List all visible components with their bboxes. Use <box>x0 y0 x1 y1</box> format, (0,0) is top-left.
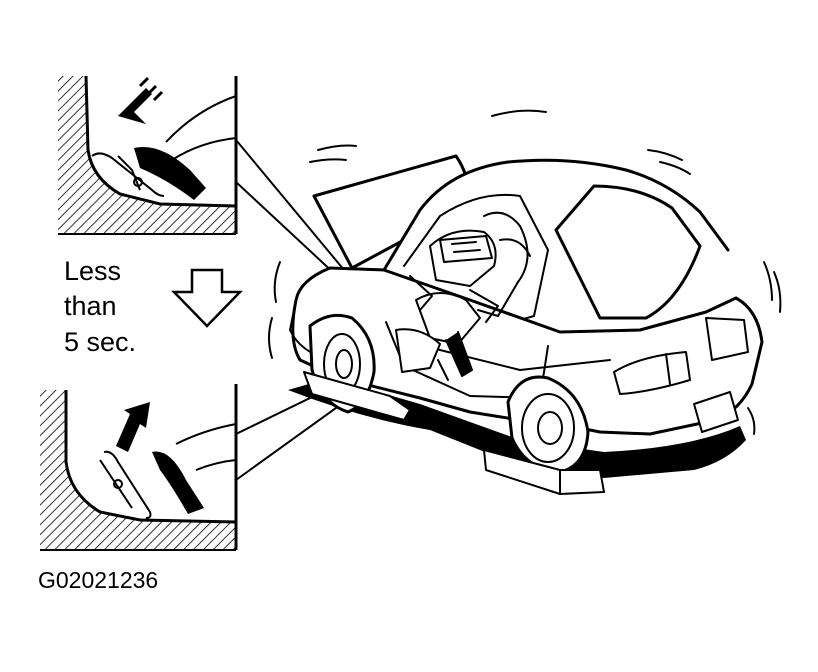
pedal-hinge <box>113 479 123 489</box>
taillight <box>613 351 691 395</box>
figure-code: G02021236 <box>38 567 159 593</box>
pedal-pad-pressed <box>134 146 206 200</box>
down-arrow-icon <box>171 268 243 328</box>
press-arrow-icon <box>118 76 164 124</box>
instruction-line-duration: 5 sec. <box>64 327 137 357</box>
instruction-line-than: than <box>64 291 117 321</box>
car <box>268 109 782 495</box>
vibration-marks <box>268 109 782 435</box>
wheel-chock <box>303 371 411 421</box>
instruction-line-less: Less <box>64 256 122 286</box>
interior <box>395 211 531 381</box>
ground-shadow <box>288 378 746 478</box>
inset-pedal-released <box>40 384 238 551</box>
license-plate <box>693 391 739 433</box>
inset-pedal-pressed <box>58 75 238 235</box>
car-body <box>291 266 764 436</box>
pedal-pad-released <box>152 451 204 514</box>
release-arrow-icon <box>116 402 150 452</box>
